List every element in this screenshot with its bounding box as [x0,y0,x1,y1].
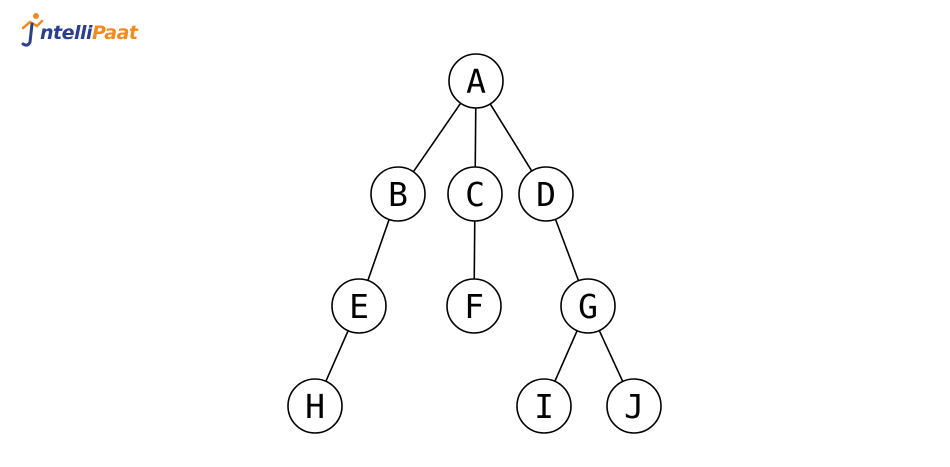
node-circle [331,278,387,334]
logo-text-ntelli: ntelli [40,22,93,44]
edge-E-H [325,330,349,382]
node-label: A [466,62,486,101]
tree-edges [325,102,624,382]
tree-node-E: E [331,278,387,334]
node-circle [606,378,662,434]
node-circle [287,378,343,434]
edge-B-E [367,219,390,281]
node-circle [446,278,502,334]
tree-node-J: J [606,378,662,434]
node-label: I [534,387,554,426]
edge-D-G [554,218,580,282]
node-circle [518,166,574,222]
intellipaat-logo: ntelliPaat [18,10,138,50]
node-label: B [388,175,408,214]
edge-G-I [554,330,578,382]
tree-node-F: F [446,278,502,334]
node-circle [448,53,504,109]
node-label: G [578,287,598,326]
logo-text-paat: Paat [92,22,138,44]
node-circle [447,166,503,222]
logo-figure-icon [21,13,44,47]
tree-node-H: H [287,378,343,434]
edge-A-B [412,102,462,173]
node-circle [516,378,572,434]
tree-node-D: D [518,166,574,222]
logo-text: ntelliPaat [40,22,138,44]
tree-node-I: I [516,378,572,434]
tree-nodes: A B C D E F G H I J [287,53,662,434]
node-label: J [624,387,644,426]
node-label: F [464,287,484,326]
edge-G-J [598,330,624,382]
node-circle [370,166,426,222]
node-circle [560,278,616,334]
tree-node-C: C [447,166,503,222]
node-label: E [349,287,369,326]
tree-node-A: A [448,53,504,109]
edge-A-C [474,107,477,168]
node-label: D [536,175,556,214]
node-label: C [465,175,485,214]
tree-node-G: G [560,278,616,334]
node-label: H [305,387,325,426]
tree-node-B: B [370,166,426,222]
edge-A-D [489,103,533,172]
edge-C-F [473,220,476,280]
